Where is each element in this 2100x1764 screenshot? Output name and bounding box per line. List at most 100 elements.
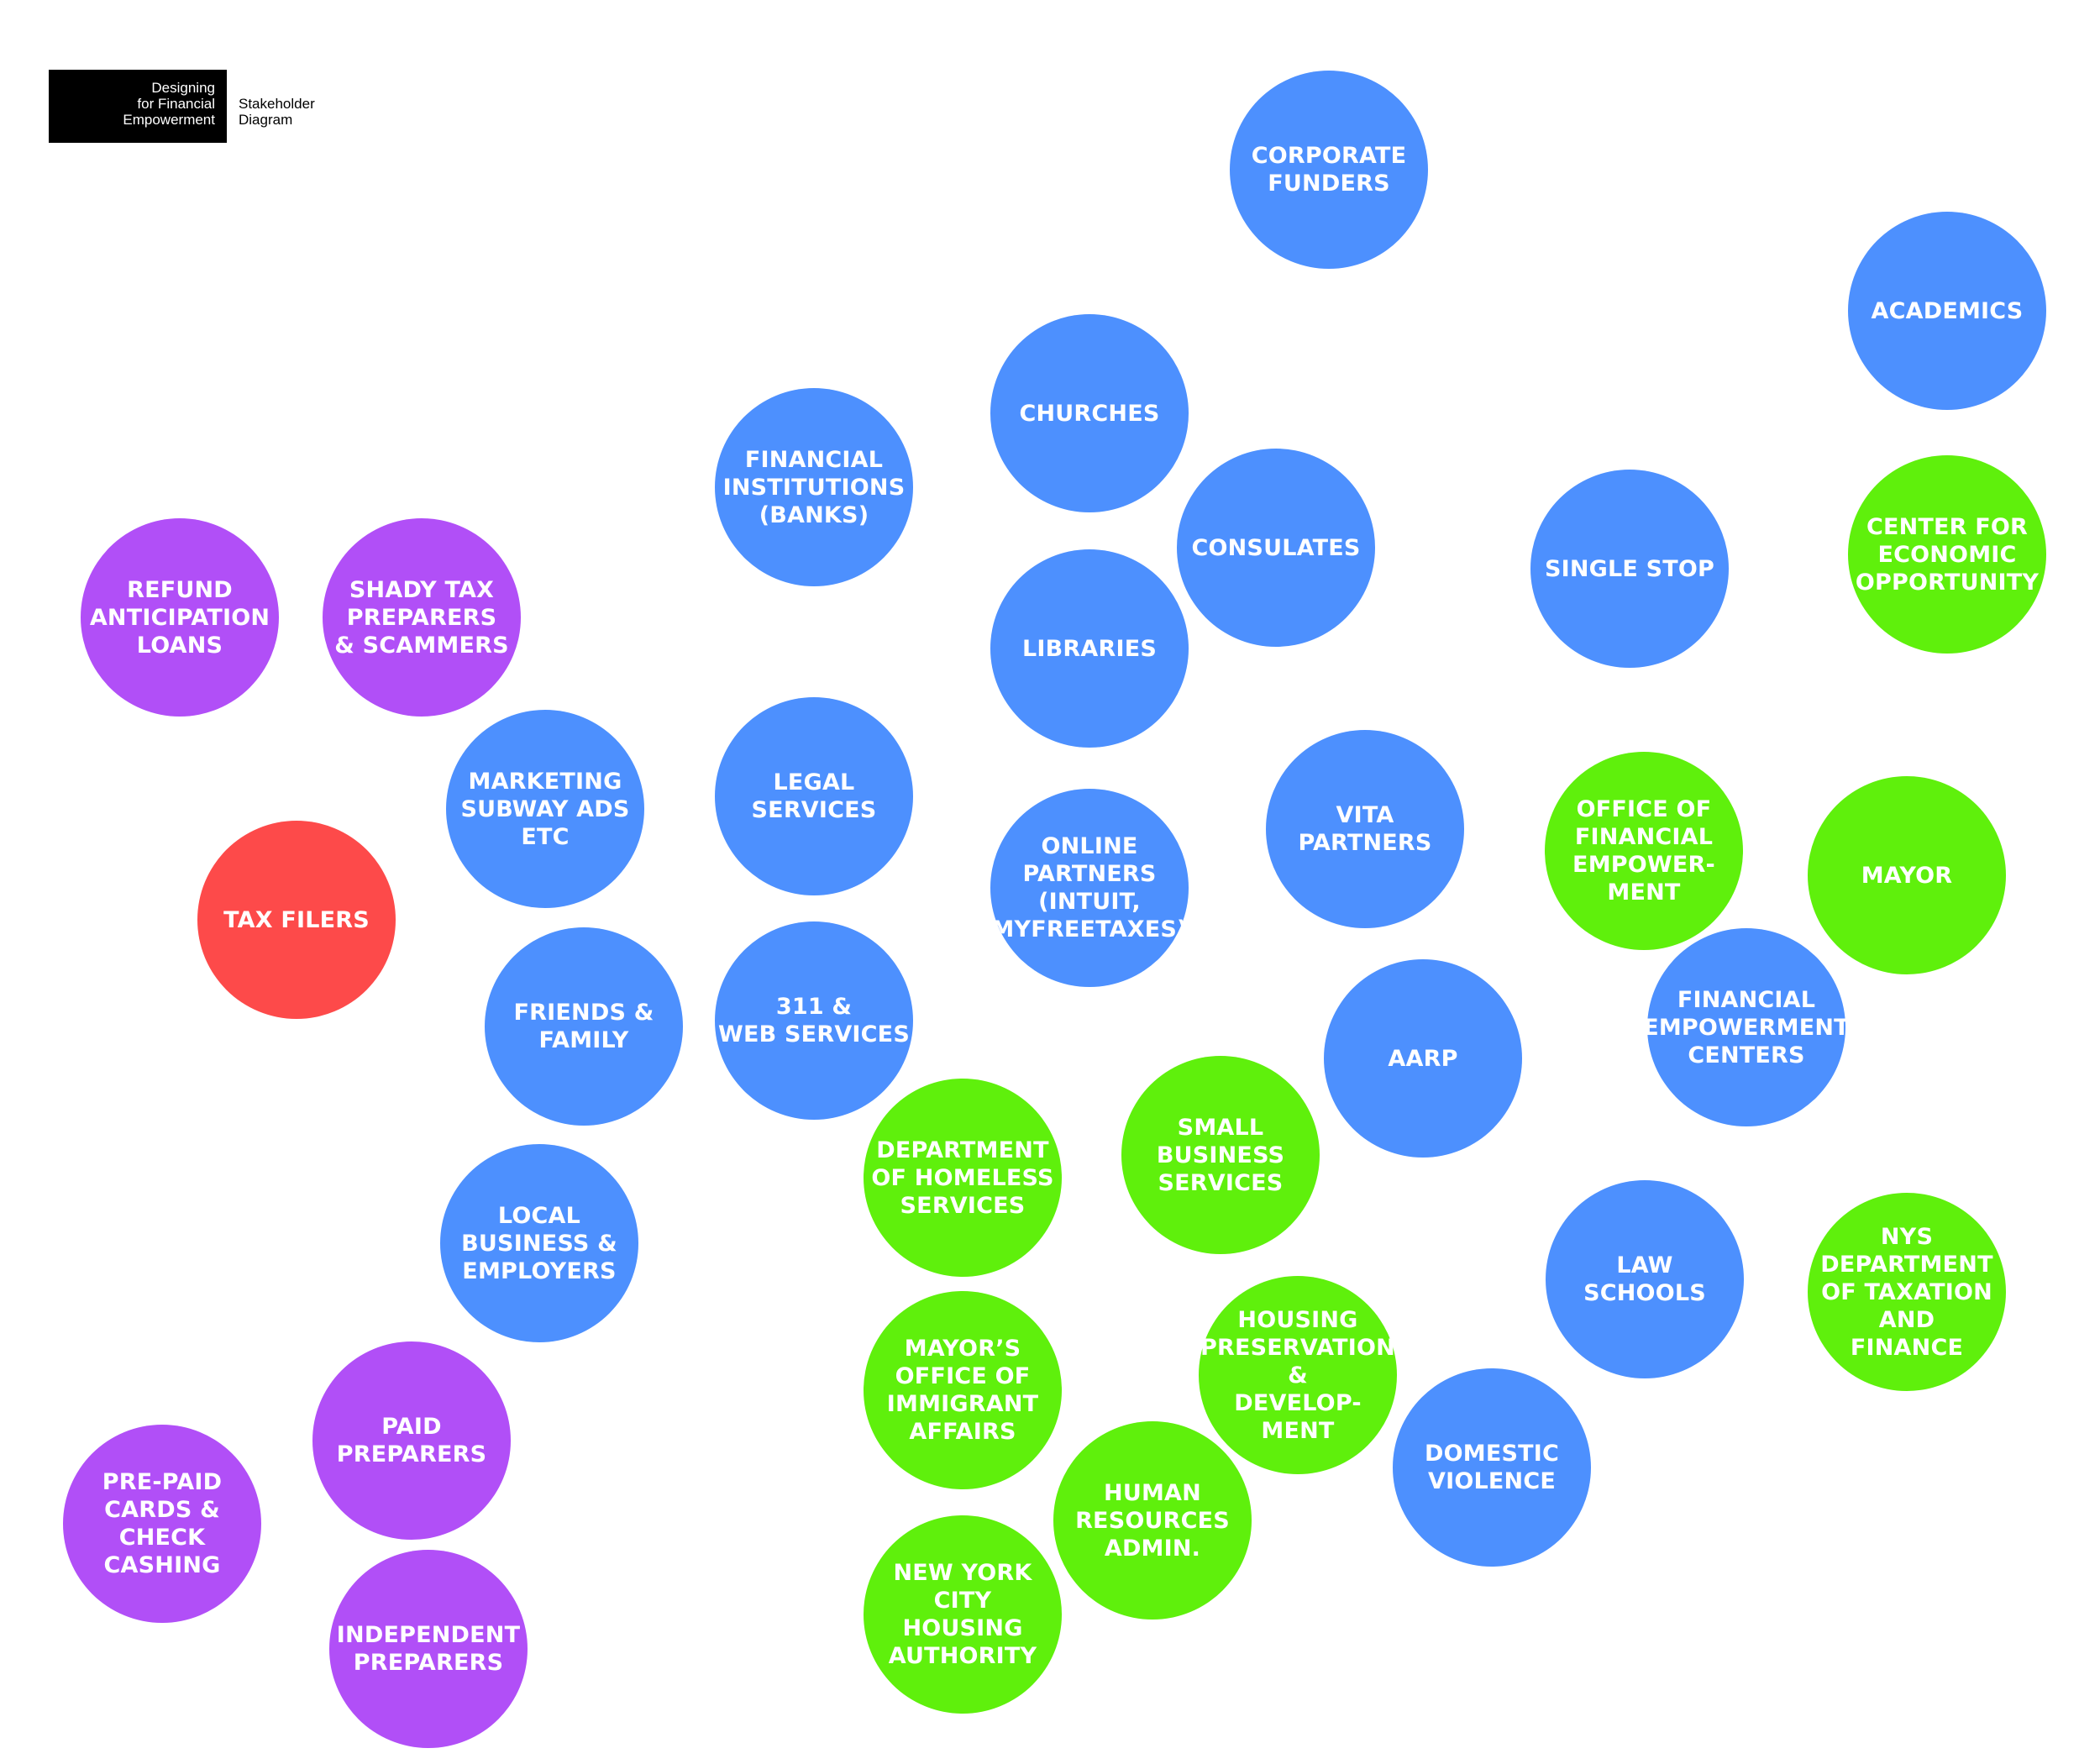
stakeholder-label-line: FUNDERS <box>1268 171 1390 197</box>
stakeholder-label-line: EMPOWERMENT <box>1643 1014 1850 1041</box>
stakeholder-label-line: OPPORTUNITY <box>1855 569 2040 596</box>
stakeholder-label-line: MYFREETAXES) <box>991 916 1188 942</box>
stakeholder-label-line: & <box>1288 1362 1308 1389</box>
stakeholder-mayor: MAYOR <box>1808 776 2006 974</box>
logo: Designing for Financial Empowerment <box>49 70 227 143</box>
stakeholder-label-line: HOUSING <box>1237 1306 1358 1333</box>
stakeholder-label-line: ONLINE <box>1041 833 1138 859</box>
stakeholder-label: TAX FILERS <box>223 906 370 934</box>
stakeholder-label-line: RESOURCES <box>1075 1507 1230 1534</box>
stakeholder-label-line: LEGAL <box>773 769 855 795</box>
stakeholder-label-line: LAW <box>1616 1252 1673 1278</box>
stakeholder-label-line: CITY <box>933 1588 992 1614</box>
stakeholder-churches: CHURCHES <box>990 314 1189 512</box>
stakeholder-label-line: SHADY TAX <box>349 576 495 603</box>
stakeholder-label-line: ACADEMICS <box>1871 297 2024 324</box>
stakeholder-label-line: EMPOWER- <box>1572 852 1715 878</box>
stakeholder-label-line: AFFAIRS <box>909 1419 1016 1445</box>
stakeholder-label-line: FAMILY <box>538 1027 629 1053</box>
stakeholder-label-line: CASHING <box>103 1552 221 1578</box>
stakeholder-label-line: CARDS & <box>104 1497 220 1523</box>
stakeholder-label-line: NEW YORK <box>893 1560 1032 1586</box>
stakeholder-label-line: PAID <box>381 1414 442 1440</box>
stakeholder-label-line: PRESERVATION <box>1200 1334 1395 1361</box>
stakeholder-label-line: BUSINESS & <box>461 1230 617 1257</box>
stakeholder-label-line: HUMAN <box>1104 1479 1201 1506</box>
diagram-title-line-2: Diagram <box>239 112 293 128</box>
stakeholder-label-line: NYS <box>1880 1223 1934 1250</box>
stakeholder-label-line: HOUSING <box>902 1615 1023 1641</box>
stakeholder-label-line: ANTICIPATION <box>89 604 270 631</box>
stakeholder-aarp: AARP <box>1324 959 1522 1158</box>
stakeholder-label-line: SERVICES <box>751 797 877 823</box>
stakeholder-label-line: SUBWAY ADS <box>460 795 630 822</box>
stakeholder-label-line: (INTUIT, <box>1038 889 1141 915</box>
stakeholder-label-line: SCHOOLS <box>1583 1280 1706 1306</box>
diagram-title-line-1: Stakeholder <box>239 96 315 112</box>
stakeholder-friends-and-family: FRIENDS &FAMILY <box>485 927 683 1126</box>
stakeholder-label-line: OF TAXATION <box>1821 1278 1992 1305</box>
stakeholder-tax-filers: TAX FILERS <box>197 821 396 1019</box>
stakeholder-label-line: SERVICES <box>1158 1169 1284 1196</box>
stakeholder-label-line: ETC <box>521 823 570 850</box>
stakeholder-label-line: WEB SERVICES <box>718 1021 910 1047</box>
stakeholder-label-line: FINANCIAL <box>744 446 884 473</box>
header: Designing for Financial Empowerment Stak… <box>49 70 315 143</box>
stakeholder-label-line: MENT <box>1261 1417 1335 1444</box>
stakeholder-academics: ACADEMICS <box>1848 212 2046 410</box>
stakeholder-label-line: REFUND <box>127 576 233 603</box>
stakeholder-label-line: PRE-PAID <box>102 1469 223 1495</box>
stakeholder-label-line: CENTERS <box>1688 1042 1805 1068</box>
stakeholder-label-line: PARTNERS <box>1298 830 1432 856</box>
stakeholder-label: ACADEMICS <box>1872 297 2024 325</box>
stakeholder-label-line: EMPLOYERS <box>462 1257 617 1284</box>
stakeholder-label: MAYOR <box>1861 862 1953 890</box>
stakeholder-label-line: FINANCE <box>1850 1334 1964 1361</box>
logo-line-3: Empowerment <box>123 112 215 128</box>
stakeholder-label-line: CORPORATE <box>1251 143 1407 169</box>
stakeholder-label-line: PARTNERS <box>1022 861 1157 887</box>
stakeholder-label: AARP <box>1388 1045 1457 1073</box>
stakeholder-label-line: SERVICES <box>900 1192 1026 1219</box>
stakeholder-label-line: INDEPENDENT <box>336 1622 521 1648</box>
stakeholder-label-line: MARKETING <box>468 768 622 795</box>
stakeholder-label: SINGLE STOP <box>1545 555 1714 583</box>
stakeholder-label-line: FINANCIAL <box>1677 986 1816 1013</box>
stakeholder-label-line: CENTER FOR <box>1866 513 2029 540</box>
stakeholder-label-line: AND <box>1878 1306 1935 1333</box>
stakeholder-label-line: PREPARERS <box>353 1650 504 1676</box>
stakeholder-label-line: VIOLENCE <box>1427 1468 1556 1494</box>
